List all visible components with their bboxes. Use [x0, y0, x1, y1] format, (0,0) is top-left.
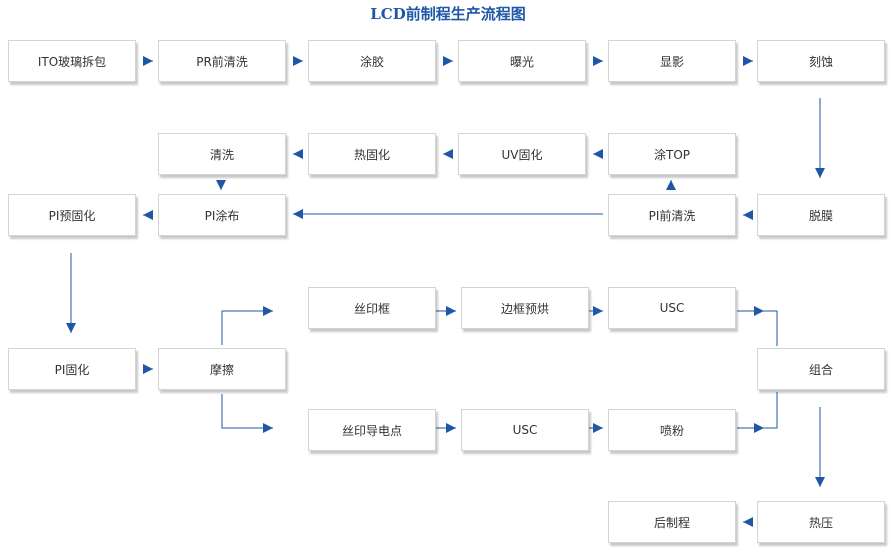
node-rubbing: 摩擦	[158, 348, 286, 390]
arrow-n19-n15	[221, 306, 273, 345]
node-seal-print: 丝印框	[308, 287, 436, 329]
line-n20-upper-join	[764, 310, 778, 346]
node-strip: 脱膜	[757, 194, 885, 236]
arrow-n19-n21	[221, 394, 273, 433]
node-usc-1: USC	[608, 287, 736, 329]
line-n20-lower-join	[764, 392, 778, 429]
node-pi-cure: PI固化	[8, 348, 136, 390]
node-exposure: 曝光	[458, 40, 586, 82]
node-pr-pre-clean: PR前清洗	[158, 40, 286, 82]
node-etch: 刻蚀	[757, 40, 885, 82]
node-pi-coating: PI涂布	[158, 194, 286, 236]
node-post-process: 后制程	[608, 501, 736, 543]
node-hot-press: 热压	[757, 501, 885, 543]
node-top-coat: 涂TOP	[608, 133, 736, 175]
node-spacer-spray: 喷粉	[608, 409, 736, 451]
node-pi-pre-clean: PI前清洗	[608, 194, 736, 236]
node-ito-unpack: ITO玻璃拆包	[8, 40, 136, 82]
node-pi-precure: PI预固化	[8, 194, 136, 236]
node-usc-2: USC	[461, 409, 589, 451]
node-thermal-cure: 热固化	[308, 133, 436, 175]
diagram-title: LCD前制程生产流程图	[370, 5, 526, 23]
node-seal-prebake: 边框预烘	[461, 287, 589, 329]
node-develop: 显影	[608, 40, 736, 82]
node-uv-cure: UV固化	[458, 133, 586, 175]
node-clean: 清洗	[158, 133, 286, 175]
node-coating: 涂胶	[308, 40, 436, 82]
node-assembly: 组合	[757, 348, 885, 390]
node-conductive-dot-print: 丝印导电点	[308, 409, 436, 451]
